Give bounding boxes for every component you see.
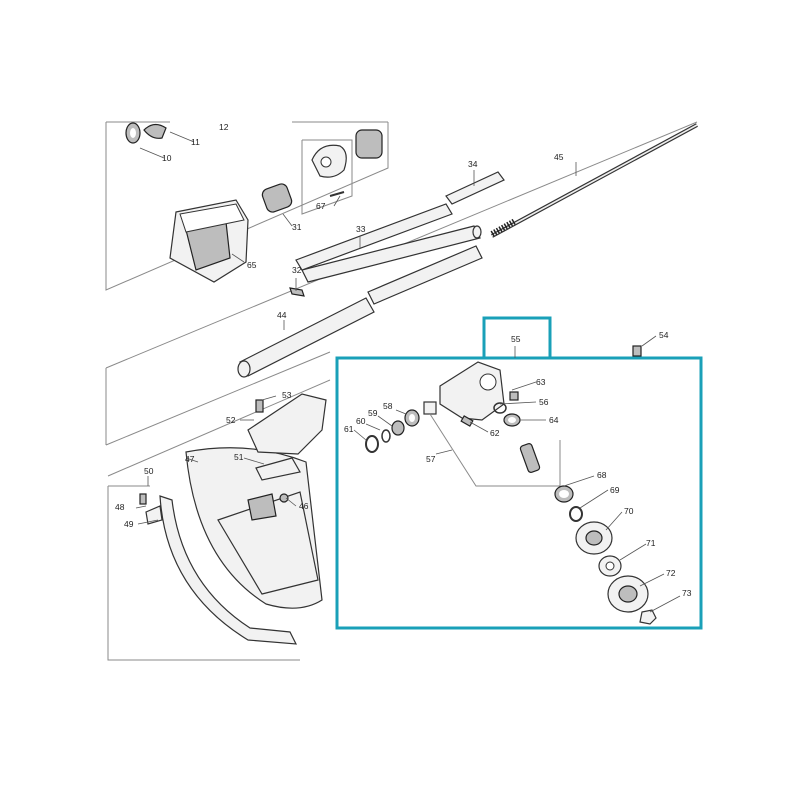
circlip-69 bbox=[569, 506, 583, 522]
gear-case-55 bbox=[439, 361, 505, 421]
plate-49-small bbox=[145, 505, 163, 525]
label-63: 63 bbox=[536, 377, 546, 387]
label-69: 69 bbox=[610, 485, 620, 495]
label-71: 71 bbox=[646, 538, 656, 548]
label-34: 34 bbox=[468, 159, 478, 169]
label-60: 60 bbox=[356, 416, 366, 426]
label-70: 70 bbox=[624, 506, 634, 516]
label-45: 45 bbox=[554, 152, 564, 162]
handle-housing-65 bbox=[169, 199, 249, 283]
bolt-54 bbox=[632, 345, 642, 357]
nut-73 bbox=[639, 609, 657, 625]
knob-top bbox=[355, 129, 383, 159]
guard-47 bbox=[185, 447, 323, 609]
guard-frame bbox=[107, 379, 331, 661]
label-11: 11 bbox=[191, 137, 200, 147]
spindle-gear bbox=[519, 443, 541, 473]
shaft-tube-44 bbox=[237, 245, 483, 378]
label-33: 33 bbox=[356, 224, 366, 234]
bolt-46 bbox=[279, 493, 289, 503]
label-61: 61 bbox=[344, 424, 354, 434]
label-12: 12 bbox=[219, 122, 229, 132]
circlip-61 bbox=[365, 435, 379, 453]
label-49: 49 bbox=[124, 519, 134, 529]
label-62: 62 bbox=[490, 428, 500, 438]
tube-sticker-33 bbox=[295, 203, 453, 271]
label-58: 58 bbox=[383, 401, 393, 411]
gear-head-highlight-box bbox=[335, 316, 703, 630]
label-53: 53 bbox=[282, 390, 292, 400]
bolt-63 bbox=[509, 391, 519, 401]
label-52: 52 bbox=[226, 415, 236, 425]
washer-71 bbox=[598, 555, 622, 577]
sticker-34 bbox=[445, 171, 505, 205]
label-50: 50 bbox=[144, 466, 154, 476]
washer-60 bbox=[381, 429, 391, 443]
label-67: 67 bbox=[316, 201, 326, 211]
label-72: 72 bbox=[666, 568, 676, 578]
ring-56 bbox=[493, 402, 507, 414]
label-55: 55 bbox=[511, 334, 521, 344]
receiver-washer-70 bbox=[575, 521, 613, 555]
label-65: 65 bbox=[247, 260, 257, 270]
clamp-51 bbox=[255, 457, 301, 481]
knob-31 bbox=[261, 183, 293, 213]
label-51: 51 bbox=[234, 452, 244, 462]
seal-64 bbox=[503, 413, 521, 427]
guard-edge-49 bbox=[159, 495, 298, 645]
tube-section-upper bbox=[301, 225, 482, 283]
label-64: 64 bbox=[549, 415, 559, 425]
label-32: 32 bbox=[292, 265, 302, 275]
label-47: 47 bbox=[185, 454, 195, 464]
clamp-10-11 bbox=[125, 122, 167, 144]
spacer-32 bbox=[289, 287, 305, 297]
cup-72 bbox=[607, 575, 649, 613]
label-46: 46 bbox=[299, 501, 309, 511]
clamp-67-box bbox=[301, 139, 353, 215]
leader-lines bbox=[135, 131, 681, 613]
bearing-59 bbox=[391, 420, 405, 436]
bracket-52 bbox=[247, 393, 327, 455]
bearing-58 bbox=[404, 409, 420, 427]
label-73: 73 bbox=[682, 588, 692, 598]
label-56: 56 bbox=[539, 397, 549, 407]
label-31: 31 bbox=[292, 222, 302, 232]
label-10: 10 bbox=[162, 153, 172, 163]
label-68: 68 bbox=[597, 470, 607, 480]
screw-48 bbox=[139, 493, 147, 505]
label-48: 48 bbox=[115, 502, 125, 512]
part-labels: 10 11 12 31 32 33 34 44 45 46 47 48 49 5… bbox=[115, 122, 692, 598]
pinion-57 bbox=[423, 401, 561, 487]
label-59: 59 bbox=[368, 408, 378, 418]
seal-68 bbox=[554, 485, 574, 503]
screw-62 bbox=[460, 415, 474, 427]
label-57: 57 bbox=[426, 454, 436, 464]
bolt-53 bbox=[255, 399, 264, 413]
drive-shaft-45 bbox=[490, 123, 698, 238]
label-54: 54 bbox=[659, 330, 669, 340]
label-44: 44 bbox=[277, 310, 287, 320]
